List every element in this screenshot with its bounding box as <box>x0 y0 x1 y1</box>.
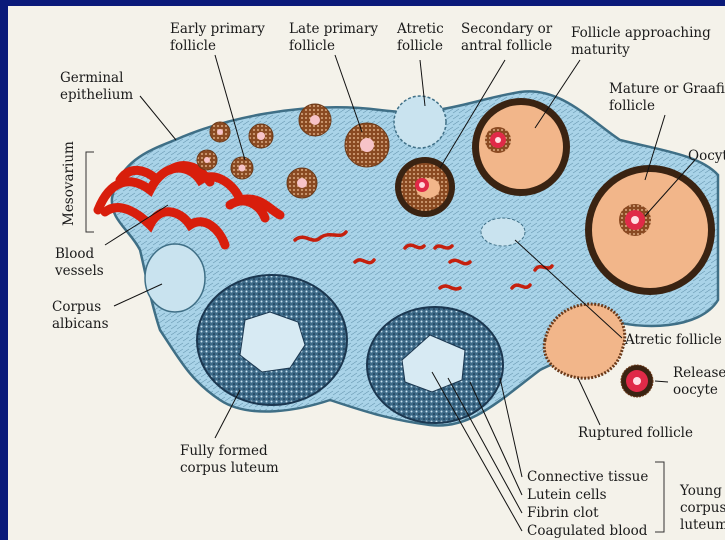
label-coagulated: Coagulated blood <box>527 523 648 539</box>
label-approaching: Follicle approaching maturity <box>571 25 715 58</box>
label-corpus-albicans: Corpus albicans <box>52 299 109 332</box>
mesovarium-bracket <box>86 152 94 232</box>
label-germinal: Germinal epithelium <box>60 70 133 103</box>
young-corpus-luteum <box>367 307 503 423</box>
label-young-corpus: Young corpus luteum <box>679 483 725 533</box>
label-late-primary: Late primary follicle <box>289 21 382 54</box>
young-corpus-bracket <box>655 462 664 532</box>
label-atretic-top: Atretic follicle <box>396 21 448 54</box>
atretic-follicle-top <box>394 96 446 148</box>
label-oocyte: Oocyte <box>688 148 725 164</box>
label-fully-formed: Fully formed corpus luteum <box>180 443 279 476</box>
corpus-albicans <box>145 244 205 312</box>
label-ruptured: Ruptured follicle <box>578 425 693 441</box>
label-blood-vessels: Blood vessels <box>54 246 104 279</box>
label-mature: Mature or Graafian follicle <box>609 81 725 114</box>
label-mesovarium: Mesovarium <box>61 141 77 226</box>
label-lutein: Lutein cells <box>527 487 607 503</box>
atretic-follicle-right <box>481 218 525 246</box>
diagram-panel: Early primary follicle Late primary foll… <box>8 6 725 540</box>
label-fibrin: Fibrin clot <box>527 505 599 521</box>
label-released-oocyte: Released oocyte <box>673 365 725 398</box>
follicle-approaching-maturity <box>472 98 570 196</box>
secondary-follicle <box>395 157 455 217</box>
ovary-diagram: Early primary follicle Late primary foll… <box>8 6 725 540</box>
released-oocyte <box>621 365 653 397</box>
label-early-primary: Early primary follicle <box>170 21 269 54</box>
fully-formed-corpus-luteum <box>197 275 347 405</box>
label-atretic-right: Atretic follicle <box>624 332 722 348</box>
label-secondary: Secondary or antral follicle <box>461 21 557 54</box>
mature-graafian-follicle <box>585 165 715 295</box>
label-connective: Connective tissue <box>527 469 648 485</box>
